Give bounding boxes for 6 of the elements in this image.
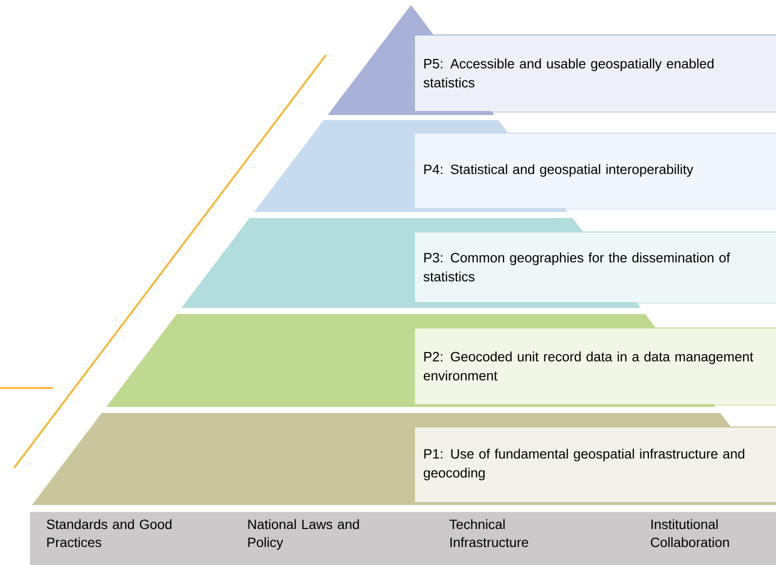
- pyramid-layer: P5: Accessible and usable geospatially enabled statistics: [328, 5, 776, 115]
- pyramid-layer: P4: Statistical and geospatial interoperability: [254, 120, 776, 212]
- pyramid-layer: P2: Geocoded unit record data in a data management environment: [106, 314, 776, 407]
- pillar-bar: Standards and Good Practices National Laws and Policy Technical Infrastructure Institutional Collaboration: [30, 512, 776, 565]
- pyramid-layer: P1: Use of fundamental geospatial infrastructure and geocoding: [32, 413, 776, 505]
- pyramid-layer: P3: Common geographies for the dissemination of statistics: [181, 218, 776, 308]
